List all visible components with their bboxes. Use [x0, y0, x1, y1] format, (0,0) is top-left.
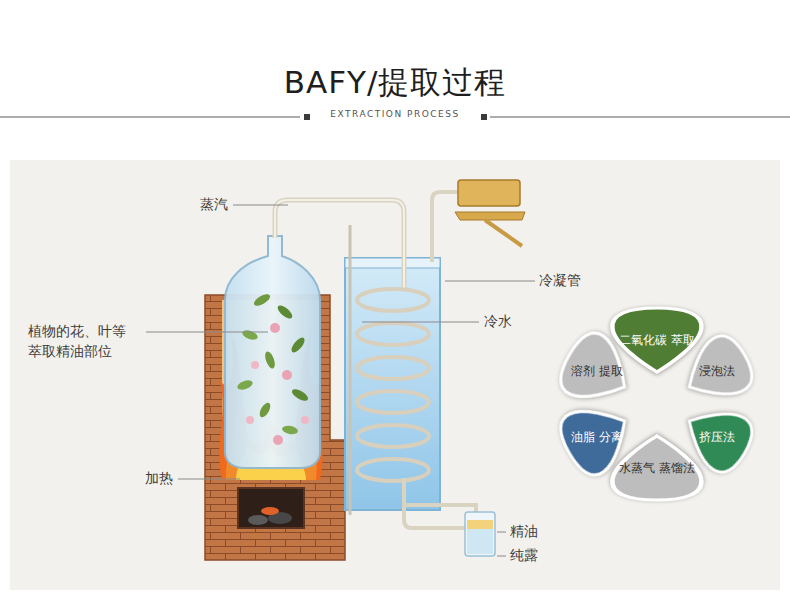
petal-outline: [612, 436, 701, 500]
illustration-part: [236, 379, 254, 392]
illustration-part: [281, 425, 298, 436]
illustration-part: [404, 478, 476, 512]
illustration-part: [357, 391, 429, 413]
subtitle: EXTRACTION PROCESS: [0, 109, 790, 121]
illustration-part: [276, 303, 295, 321]
illustration-part: [238, 488, 304, 528]
illustration-part: [497, 532, 506, 533]
petal-text: 挤压法: [699, 430, 735, 445]
illustration-part: [289, 336, 307, 355]
illustration-part: [445, 281, 535, 282]
petal-text: 浸泡法: [699, 364, 735, 379]
illustration-part: [225, 236, 320, 468]
part-label: 加热: [145, 469, 173, 487]
illustration-part: [362, 322, 479, 323]
petal-text: 油脂 分离: [571, 430, 623, 445]
illustration-part: [345, 258, 440, 268]
illustration-part: [301, 416, 309, 424]
petal-outline: [552, 326, 641, 416]
illustration-part: [178, 479, 240, 480]
illustration-part: [357, 323, 429, 345]
illustration-part: [304, 114, 310, 120]
illustration-part: [241, 329, 259, 342]
illustration-part: [357, 425, 429, 447]
illustration-part: [357, 289, 429, 481]
illustration-part: [236, 292, 310, 445]
part-label: 植物的花、叶等 萃取精油部位: [28, 321, 140, 361]
illustration-part: [263, 350, 277, 370]
illustration-part: [467, 529, 493, 554]
part-label: 蒸汽: [200, 195, 228, 213]
illustration-part: [273, 435, 283, 445]
illustration-part: [146, 205, 535, 556]
petal-node: 溶剂 提取: [560, 335, 634, 407]
petal-node: 浸泡法: [684, 335, 750, 407]
illustration-part: [467, 520, 493, 529]
part-label: 纯露: [510, 546, 538, 564]
illustration-part: [357, 289, 429, 311]
petal-text: 溶剂 提取: [571, 364, 623, 379]
illustration-part: [357, 459, 429, 481]
illustration-part: [290, 387, 310, 403]
illustration-part: [246, 416, 254, 424]
part-label: 精油: [510, 522, 538, 540]
illustration-part: [248, 515, 268, 525]
illustration-part: [275, 200, 404, 290]
illustration-part: [490, 117, 790, 118]
illustration-part: [345, 258, 440, 510]
illustration-part: [455, 212, 525, 220]
illustration-part: [270, 323, 280, 333]
illustration-part: [10, 160, 780, 590]
petal-text: 水蒸气 蒸馏法: [619, 461, 695, 476]
illustration-part: [485, 220, 522, 246]
illustration-part: [357, 357, 429, 379]
part-label: 冷凝管: [539, 271, 581, 289]
illustration-part: [497, 556, 506, 557]
illustration-part: [146, 332, 268, 333]
petal-text: 二氧化碳 萃取: [619, 333, 695, 348]
illustration-part: [0, 117, 300, 118]
part-label: 冷水: [484, 312, 512, 330]
illustration-part: [458, 180, 520, 206]
illustration-part: [465, 512, 495, 556]
illustration-part: [252, 292, 272, 308]
petal-node: 水蒸气 蒸馏法: [608, 432, 706, 504]
illustration-part: [233, 205, 288, 206]
illustration-part: [275, 200, 404, 290]
page-title: BAFY/提取过程: [0, 62, 790, 102]
illustration-part: [282, 370, 292, 380]
petal-outline: [612, 308, 701, 372]
illustration-part: [349, 225, 352, 515]
illustration-part: [481, 114, 487, 120]
illustration-part: [261, 507, 279, 515]
illustration-part: [251, 361, 259, 369]
petal-outline: [674, 329, 759, 413]
illustration-part: [258, 401, 273, 419]
